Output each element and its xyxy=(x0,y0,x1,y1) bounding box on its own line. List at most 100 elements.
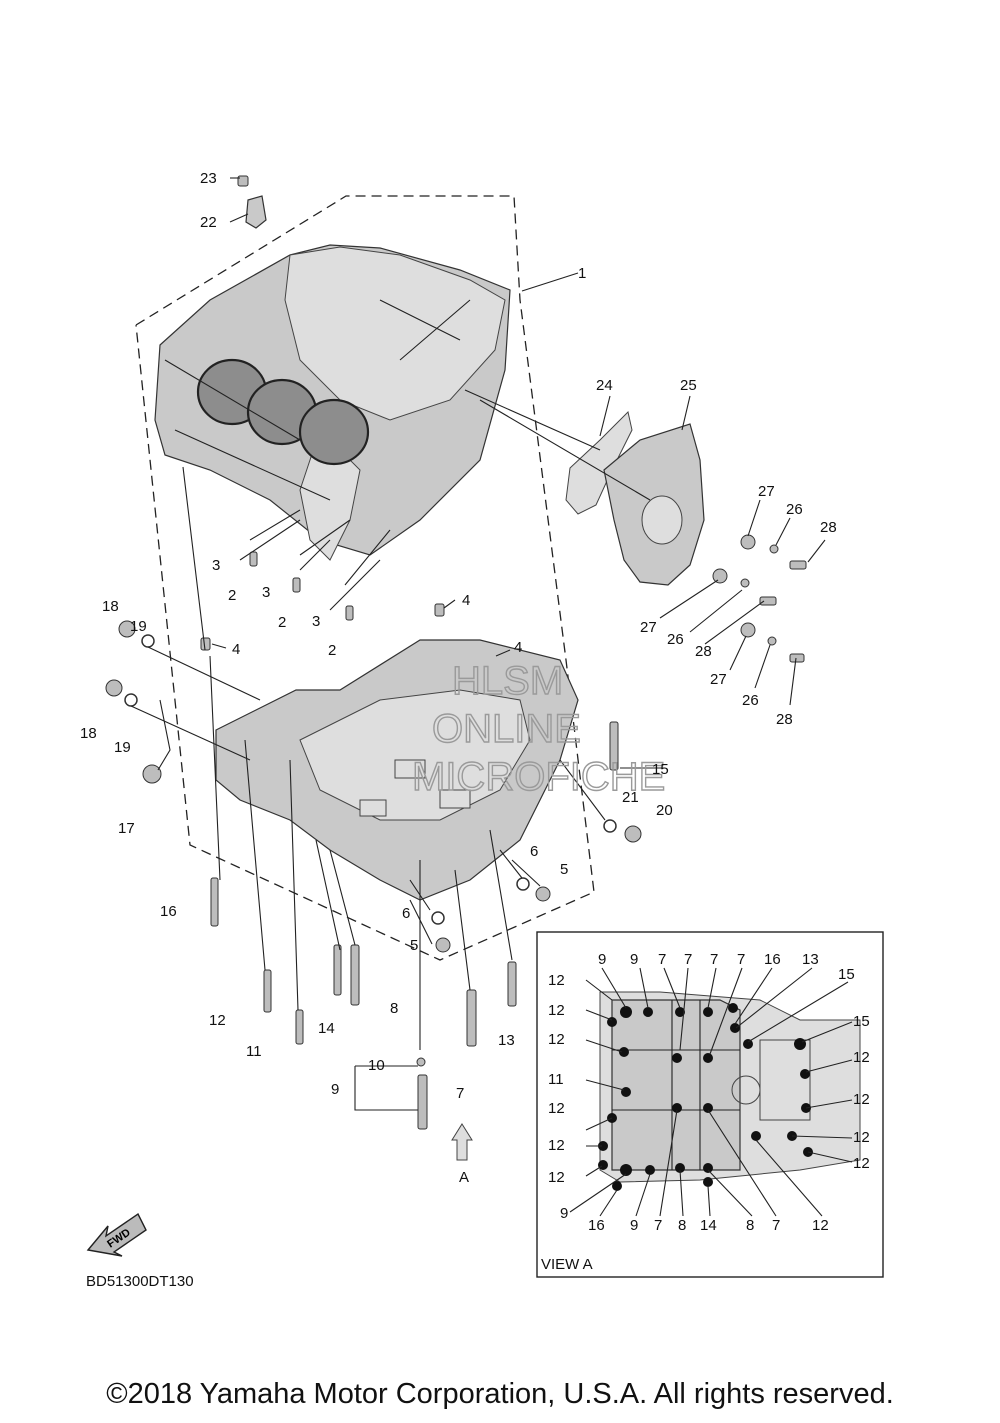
callout-8: 8 xyxy=(390,1000,398,1017)
callout-20: 20 xyxy=(656,802,673,819)
callout-1: 1 xyxy=(578,265,586,282)
plug-5[interactable] xyxy=(535,886,551,902)
view-a-label: VIEW A xyxy=(541,1256,593,1273)
plug-17[interactable] xyxy=(142,764,162,784)
view-callout-7: 7 xyxy=(658,951,666,968)
dowel-2[interactable] xyxy=(292,577,301,593)
nut-27[interactable] xyxy=(740,534,756,550)
stud-15[interactable] xyxy=(609,721,619,771)
callouts-main: 23 22 1 24 25 27 26 28 27 26 28 27 26 28… xyxy=(80,170,837,1186)
copyright-notice: ©2018 Yamaha Motor Corporation, U.S.A. A… xyxy=(106,1378,894,1410)
cylinder-bore-3 xyxy=(298,398,370,466)
callout-19: 19 xyxy=(114,739,131,756)
callout-5: 5 xyxy=(560,861,568,878)
callout-6: 6 xyxy=(402,905,410,922)
callouts-view-a: 9 9 7 7 7 7 16 13 15 15 12 12 12 11 12 1… xyxy=(548,951,870,1234)
washer-26[interactable] xyxy=(740,578,750,588)
dowel-4[interactable] xyxy=(200,637,211,651)
callout-13: 13 xyxy=(498,1032,515,1049)
nut-27[interactable] xyxy=(712,568,728,584)
view-callout-7: 7 xyxy=(710,951,718,968)
dowel-2[interactable] xyxy=(249,551,258,567)
watermark: HLSM ONLINE MICROFICHE xyxy=(411,658,666,799)
bolt-16[interactable] xyxy=(210,877,219,927)
o-ring-6[interactable] xyxy=(516,877,530,891)
callout-22: 22 xyxy=(200,214,217,231)
callout-11: 11 xyxy=(246,1043,262,1060)
washer-10[interactable] xyxy=(416,1057,426,1067)
bolt-12[interactable] xyxy=(263,969,272,1013)
view-callout-12: 12 xyxy=(548,972,565,989)
view-callout-8: 8 xyxy=(678,1217,686,1234)
callout-2: 2 xyxy=(328,642,336,659)
callout-4: 4 xyxy=(232,641,240,658)
lower-crankcase[interactable] xyxy=(215,639,579,901)
callout-27: 27 xyxy=(640,619,657,636)
o-ring-21[interactable] xyxy=(603,819,617,833)
watermark-line-2: ONLINE xyxy=(432,707,581,751)
bolt-14[interactable] xyxy=(333,944,342,996)
o-ring-19[interactable] xyxy=(141,634,155,648)
callout-7: 7 xyxy=(456,1085,464,1102)
view-callout-12: 12 xyxy=(548,1100,565,1117)
washer-26[interactable] xyxy=(767,636,777,646)
view-callout-12: 12 xyxy=(853,1091,870,1108)
callout-26: 26 xyxy=(786,501,803,518)
dowel-4[interactable] xyxy=(434,603,445,617)
view-callout-11: 11 xyxy=(548,1071,564,1088)
bolt-23[interactable] xyxy=(237,175,249,187)
view-callout-16: 16 xyxy=(764,951,781,968)
plug-18[interactable] xyxy=(118,620,136,638)
bolt-28[interactable] xyxy=(789,653,805,663)
upper-crankcase[interactable] xyxy=(154,244,511,561)
bracket-22[interactable] xyxy=(245,195,267,229)
cover-25[interactable] xyxy=(603,423,705,586)
bolt-9[interactable] xyxy=(417,1074,428,1130)
callout-14: 14 xyxy=(318,1020,335,1037)
view-callout-16: 16 xyxy=(588,1217,605,1234)
bolt-28[interactable] xyxy=(789,560,807,570)
view-callout-12: 12 xyxy=(853,1129,870,1146)
view-callout-7: 7 xyxy=(737,951,745,968)
callout-18: 18 xyxy=(102,598,119,615)
callout-19: 19 xyxy=(130,618,147,635)
view-a-arrow-label: A xyxy=(459,1169,469,1186)
callout-16: 16 xyxy=(160,903,177,920)
nut-27[interactable] xyxy=(740,622,756,638)
o-ring-6[interactable] xyxy=(431,911,445,925)
o-ring-19[interactable] xyxy=(124,693,138,707)
callout-25: 25 xyxy=(680,377,697,394)
callout-9: 9 xyxy=(331,1081,339,1098)
fwd-arrow-icon: FWD xyxy=(86,1212,147,1257)
callout-5: 5 xyxy=(410,937,418,954)
bolt-11[interactable] xyxy=(295,1009,304,1045)
bolt-13[interactable] xyxy=(507,961,517,1007)
callout-21: 21 xyxy=(622,789,639,806)
callout-27: 27 xyxy=(710,671,727,688)
view-callout-12: 12 xyxy=(548,1002,565,1019)
view-callout-9: 9 xyxy=(560,1205,568,1222)
plug-18[interactable] xyxy=(105,679,123,697)
view-callout-9: 9 xyxy=(598,951,606,968)
view-a-arrow xyxy=(451,1123,473,1161)
view-callout-15: 15 xyxy=(853,1013,870,1030)
plug-5[interactable] xyxy=(435,937,451,953)
callout-3: 3 xyxy=(312,613,320,630)
callout-2: 2 xyxy=(228,587,236,604)
washer-26[interactable] xyxy=(769,544,779,554)
bolt-8[interactable] xyxy=(350,944,360,1006)
assembly-boundary xyxy=(135,195,595,961)
view-callout-13: 13 xyxy=(802,951,819,968)
callout-3: 3 xyxy=(212,557,220,574)
callout-27: 27 xyxy=(758,483,775,500)
callout-28: 28 xyxy=(776,711,793,728)
callout-28: 28 xyxy=(695,643,712,660)
view-callout-9: 9 xyxy=(630,951,638,968)
callout-23: 23 xyxy=(200,170,217,187)
bolt-28[interactable] xyxy=(759,596,777,606)
callout-28: 28 xyxy=(820,519,837,536)
dowel-2[interactable] xyxy=(345,605,354,621)
plug-20[interactable] xyxy=(624,825,642,843)
bolt-7[interactable] xyxy=(466,989,477,1047)
